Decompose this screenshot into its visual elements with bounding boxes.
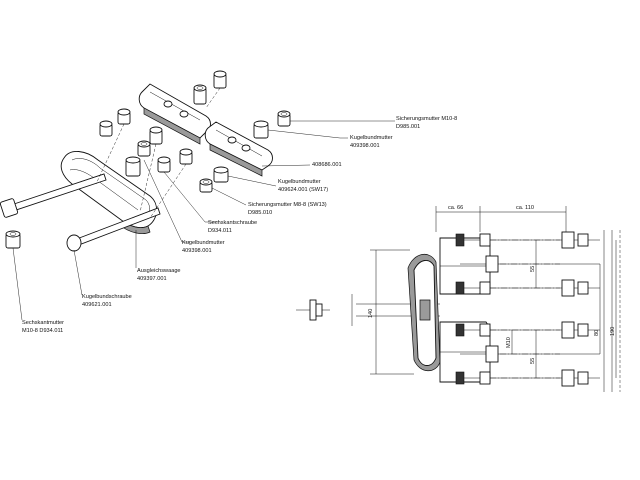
assembly-bracket — [407, 254, 441, 372]
nut-center-2 — [137, 140, 151, 157]
label-sicherungsmutter-m10: Sicherungsmutter M10-8 — [396, 116, 457, 122]
dimension-texts: ca. 66 ca. 110 140 55 55 M10 80 190 — [368, 205, 616, 364]
dim-140: 140 — [368, 309, 374, 318]
dim-190: 190 — [610, 327, 616, 336]
label-kugelbundschraube: Kugelbundschraube — [82, 294, 132, 300]
label-sicherungsmutter-m8: Sicherungsmutter M8-8 (SW13) — [248, 202, 327, 208]
dimension-lines — [370, 206, 617, 378]
label-kugelbundmutter-sw17: Kugelbundmutter — [278, 179, 321, 185]
nut-center-3 — [125, 156, 141, 177]
dim-55-upper: 55 — [530, 266, 536, 272]
dim-80: 80 — [594, 330, 600, 336]
nut-left-1 — [117, 108, 131, 125]
side-symbol — [296, 294, 353, 326]
bolt-row-4 — [455, 321, 600, 339]
upper-bracket-left — [138, 83, 211, 145]
upper-bracket-right — [204, 121, 273, 177]
nut-loose — [5, 230, 21, 249]
bolt-row-6 — [455, 369, 600, 387]
nut-right-1 — [213, 166, 229, 183]
bolt-long-1 — [0, 173, 107, 218]
nut-set — [5, 70, 291, 249]
label-kugelbundmutter-top: Kugelbundmutter — [350, 135, 393, 141]
dim-m10: M10 — [506, 337, 512, 348]
bolt-long-2 — [66, 207, 161, 252]
leader-lines — [12, 120, 395, 321]
nut-center-1 — [149, 126, 163, 145]
nut-upper-mid — [253, 120, 269, 139]
nut-top-right — [213, 70, 227, 89]
exploded-view-icon — [0, 70, 291, 252]
bolt-row-1 — [455, 231, 600, 249]
label-ausgleichswaage: Ausgleichswaage — [137, 268, 181, 274]
nut-top-stack — [193, 84, 207, 105]
assembly-drawing-icon: ca. 66 ca. 110 140 55 55 M10 80 190 — [296, 205, 621, 392]
code-408686: 408686.001 — [312, 162, 342, 168]
code-sechskantschraube: D934.011 — [208, 228, 232, 234]
code-kugelbundmutter-mid: 409398.001 — [182, 248, 212, 254]
nut-left-2 — [99, 120, 113, 137]
code-sechskantmutter: M10-8 D934.011 — [22, 328, 63, 334]
label-sechskantmutter: Sechskantmutter — [22, 320, 64, 326]
code-sicherungsmutter-m8: D985.010 — [248, 210, 272, 216]
rail-wall — [603, 230, 621, 392]
nut-center-5 — [157, 156, 171, 173]
nut-center-4 — [179, 148, 193, 165]
nut-upper-far — [277, 110, 291, 127]
ausgleichswaage-part — [60, 151, 157, 234]
code-kugelbundmutter-sw17: 409624.001 (SW17) — [278, 187, 328, 193]
part-labels: Sicherungsmutter M10-8 D985.001 Kugelbun… — [22, 116, 457, 334]
label-kugelbundmutter-mid: Kugelbundmutter — [182, 240, 225, 246]
code-ausgleichswaage: 409397.001 — [137, 276, 167, 282]
nut-right-2 — [199, 178, 213, 193]
code-sicherungsmutter-m10: D985.001 — [396, 124, 420, 130]
bolt-row-5 — [460, 345, 600, 363]
dim-ca66: ca. 66 — [448, 205, 463, 211]
dim-ca110: ca. 110 — [516, 205, 534, 211]
code-kugelbundschraube: 409621.001 — [82, 302, 112, 308]
label-sechskantschraube: Sechskantschraube — [208, 220, 257, 226]
code-kugelbundmutter-top: 409398.001 — [350, 143, 380, 149]
dim-55-lower: 55 — [530, 358, 536, 364]
bolt-row-2 — [460, 255, 600, 273]
bolt-row-3 — [455, 279, 600, 297]
